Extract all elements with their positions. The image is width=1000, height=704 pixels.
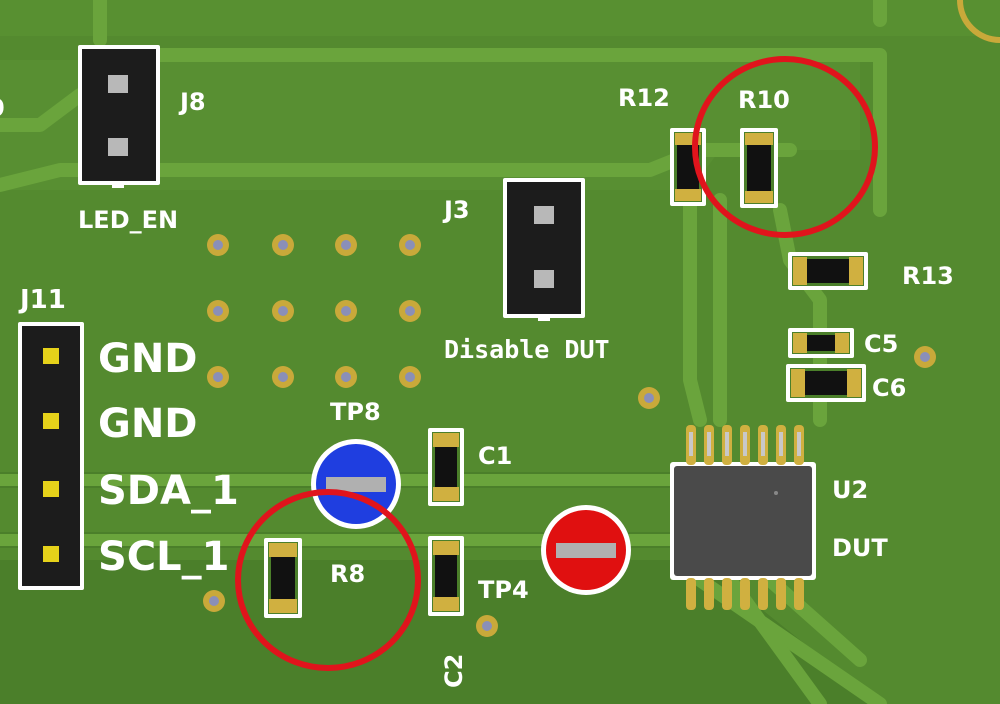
j3-pin-2 xyxy=(534,270,554,288)
r8-component xyxy=(264,538,302,618)
edge-label-fragment: 0 xyxy=(0,94,5,122)
j11-pin-2 xyxy=(43,413,59,429)
via xyxy=(476,615,498,637)
j8-header xyxy=(78,45,160,188)
copper-pour-edge xyxy=(0,0,1000,36)
gnd-label-1: GND xyxy=(98,336,198,382)
r10-label: R10 xyxy=(738,86,790,114)
j8-pin-2 xyxy=(108,138,128,156)
c6-label: C6 xyxy=(872,374,906,402)
j11-pin-4 xyxy=(43,546,59,562)
r12-component xyxy=(670,128,706,206)
sda-label: SDA_1 xyxy=(98,468,239,514)
j11-pin-1 xyxy=(43,348,59,364)
j8-pin-1 xyxy=(108,75,128,93)
u2-bottom-pins xyxy=(686,578,804,610)
r13-component xyxy=(788,252,868,290)
dut-label: DUT xyxy=(832,534,888,562)
j11-label: J11 xyxy=(18,285,66,315)
disable-dut-label: Disable DUT xyxy=(444,335,610,364)
via xyxy=(399,366,421,388)
via xyxy=(638,387,660,409)
gnd-label-2: GND xyxy=(98,401,198,447)
via xyxy=(207,234,229,256)
r13-label: R13 xyxy=(902,262,954,290)
c2-label: C2 xyxy=(440,654,468,688)
via xyxy=(914,346,936,368)
r8-label: R8 xyxy=(330,560,365,588)
via xyxy=(399,234,421,256)
via xyxy=(207,366,229,388)
via xyxy=(399,300,421,322)
j3-label: J3 xyxy=(442,196,470,224)
u2-top-pin-centers xyxy=(689,432,801,456)
copper-pour-top xyxy=(0,60,860,190)
via xyxy=(272,300,294,322)
via xyxy=(203,590,225,612)
tp8-label: TP8 xyxy=(330,398,381,426)
c2-component xyxy=(428,536,464,616)
r12-label: R12 xyxy=(618,84,670,112)
r10-component xyxy=(740,128,778,208)
via-grid xyxy=(203,234,936,637)
j3-pin-1 xyxy=(534,206,554,224)
j3-header xyxy=(503,178,585,321)
via xyxy=(207,300,229,322)
j11-header xyxy=(18,322,84,590)
u2-label: U2 xyxy=(832,476,868,504)
scl-label: SCL_1 xyxy=(98,534,229,580)
led-en-label: LED_EN xyxy=(78,206,178,234)
via xyxy=(335,300,357,322)
tp4-test-point xyxy=(541,505,631,595)
c5-label: C5 xyxy=(864,330,898,358)
tp4-label: TP4 xyxy=(478,576,529,604)
via xyxy=(335,234,357,256)
j8-label: J8 xyxy=(178,88,206,116)
highlight-circle-r8 xyxy=(235,489,421,671)
c5-component xyxy=(788,328,854,358)
via xyxy=(335,366,357,388)
c1-label: C1 xyxy=(478,442,512,470)
via xyxy=(272,234,294,256)
u2-ic xyxy=(670,425,816,610)
j11-pin-3 xyxy=(43,481,59,497)
c1-component xyxy=(428,428,464,506)
c6-component xyxy=(786,364,866,402)
via xyxy=(272,366,294,388)
highlight-circle-r10 xyxy=(692,56,878,238)
